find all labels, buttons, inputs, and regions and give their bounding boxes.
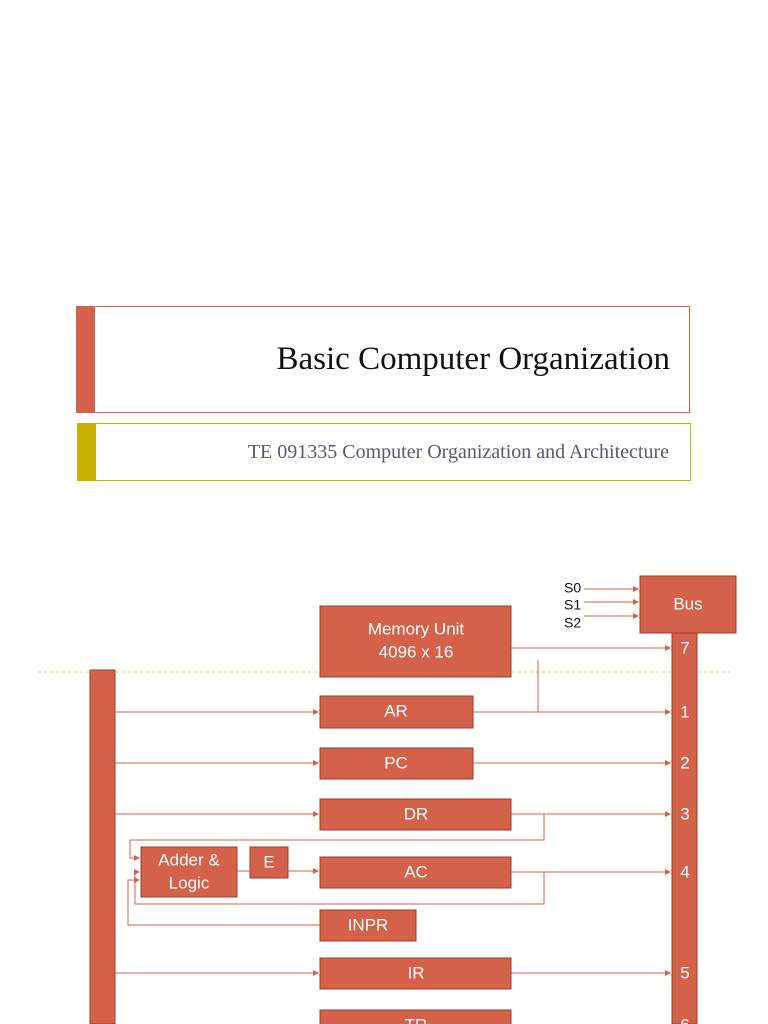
adder-label: Adder & [158, 850, 220, 869]
memory-unit-block [319, 605, 512, 678]
bus-label: Bus [673, 594, 702, 613]
bus-number-3: 3 [680, 804, 689, 823]
e-flipflop [249, 846, 289, 879]
adder-logic-block [140, 846, 238, 898]
bus-number-7: 7 [680, 638, 689, 657]
memory-unit-size: 4096 x 16 [379, 642, 454, 661]
tr-register [319, 1009, 512, 1024]
ac-register [319, 856, 512, 889]
bus-block [639, 575, 737, 634]
selector-s1: S1 [564, 597, 581, 613]
bus-number-4: 4 [680, 862, 689, 881]
ac-to-adder-wire [134, 869, 545, 905]
memory-unit-label: Memory Unit [368, 619, 465, 638]
right-bus-bar [671, 632, 698, 1024]
bus-number-2: 2 [680, 753, 689, 772]
title-accent-bar [76, 306, 95, 413]
ar-label: AR [384, 701, 408, 720]
e-label: E [263, 852, 274, 871]
dr-to-adder-wire [129, 814, 545, 861]
dr-register [319, 798, 512, 831]
slide-subtitle: TE 091335 Computer Organization and Arch… [247, 440, 669, 463]
pc-label: PC [384, 753, 408, 772]
selector-s2: S2 [564, 615, 581, 631]
bus-number-5: 5 [680, 963, 689, 982]
ac-label: AC [404, 862, 428, 881]
bus-number-1: 1 [680, 702, 689, 721]
slide-title: Basic Computer Organization [276, 341, 670, 377]
subtitle-accent-bar [77, 423, 96, 481]
left-bus-bar [89, 669, 116, 1024]
tr-label: TR [405, 1015, 428, 1024]
logic-label: Logic [169, 873, 210, 892]
bus-number-6: 6 [680, 1015, 689, 1024]
dr-label: DR [404, 804, 429, 823]
selector-s0: S0 [564, 580, 581, 596]
ir-register [319, 957, 512, 990]
inpr-label: INPR [348, 915, 389, 934]
ir-label: IR [408, 963, 425, 982]
inpr-to-adder-wire [127, 877, 320, 926]
